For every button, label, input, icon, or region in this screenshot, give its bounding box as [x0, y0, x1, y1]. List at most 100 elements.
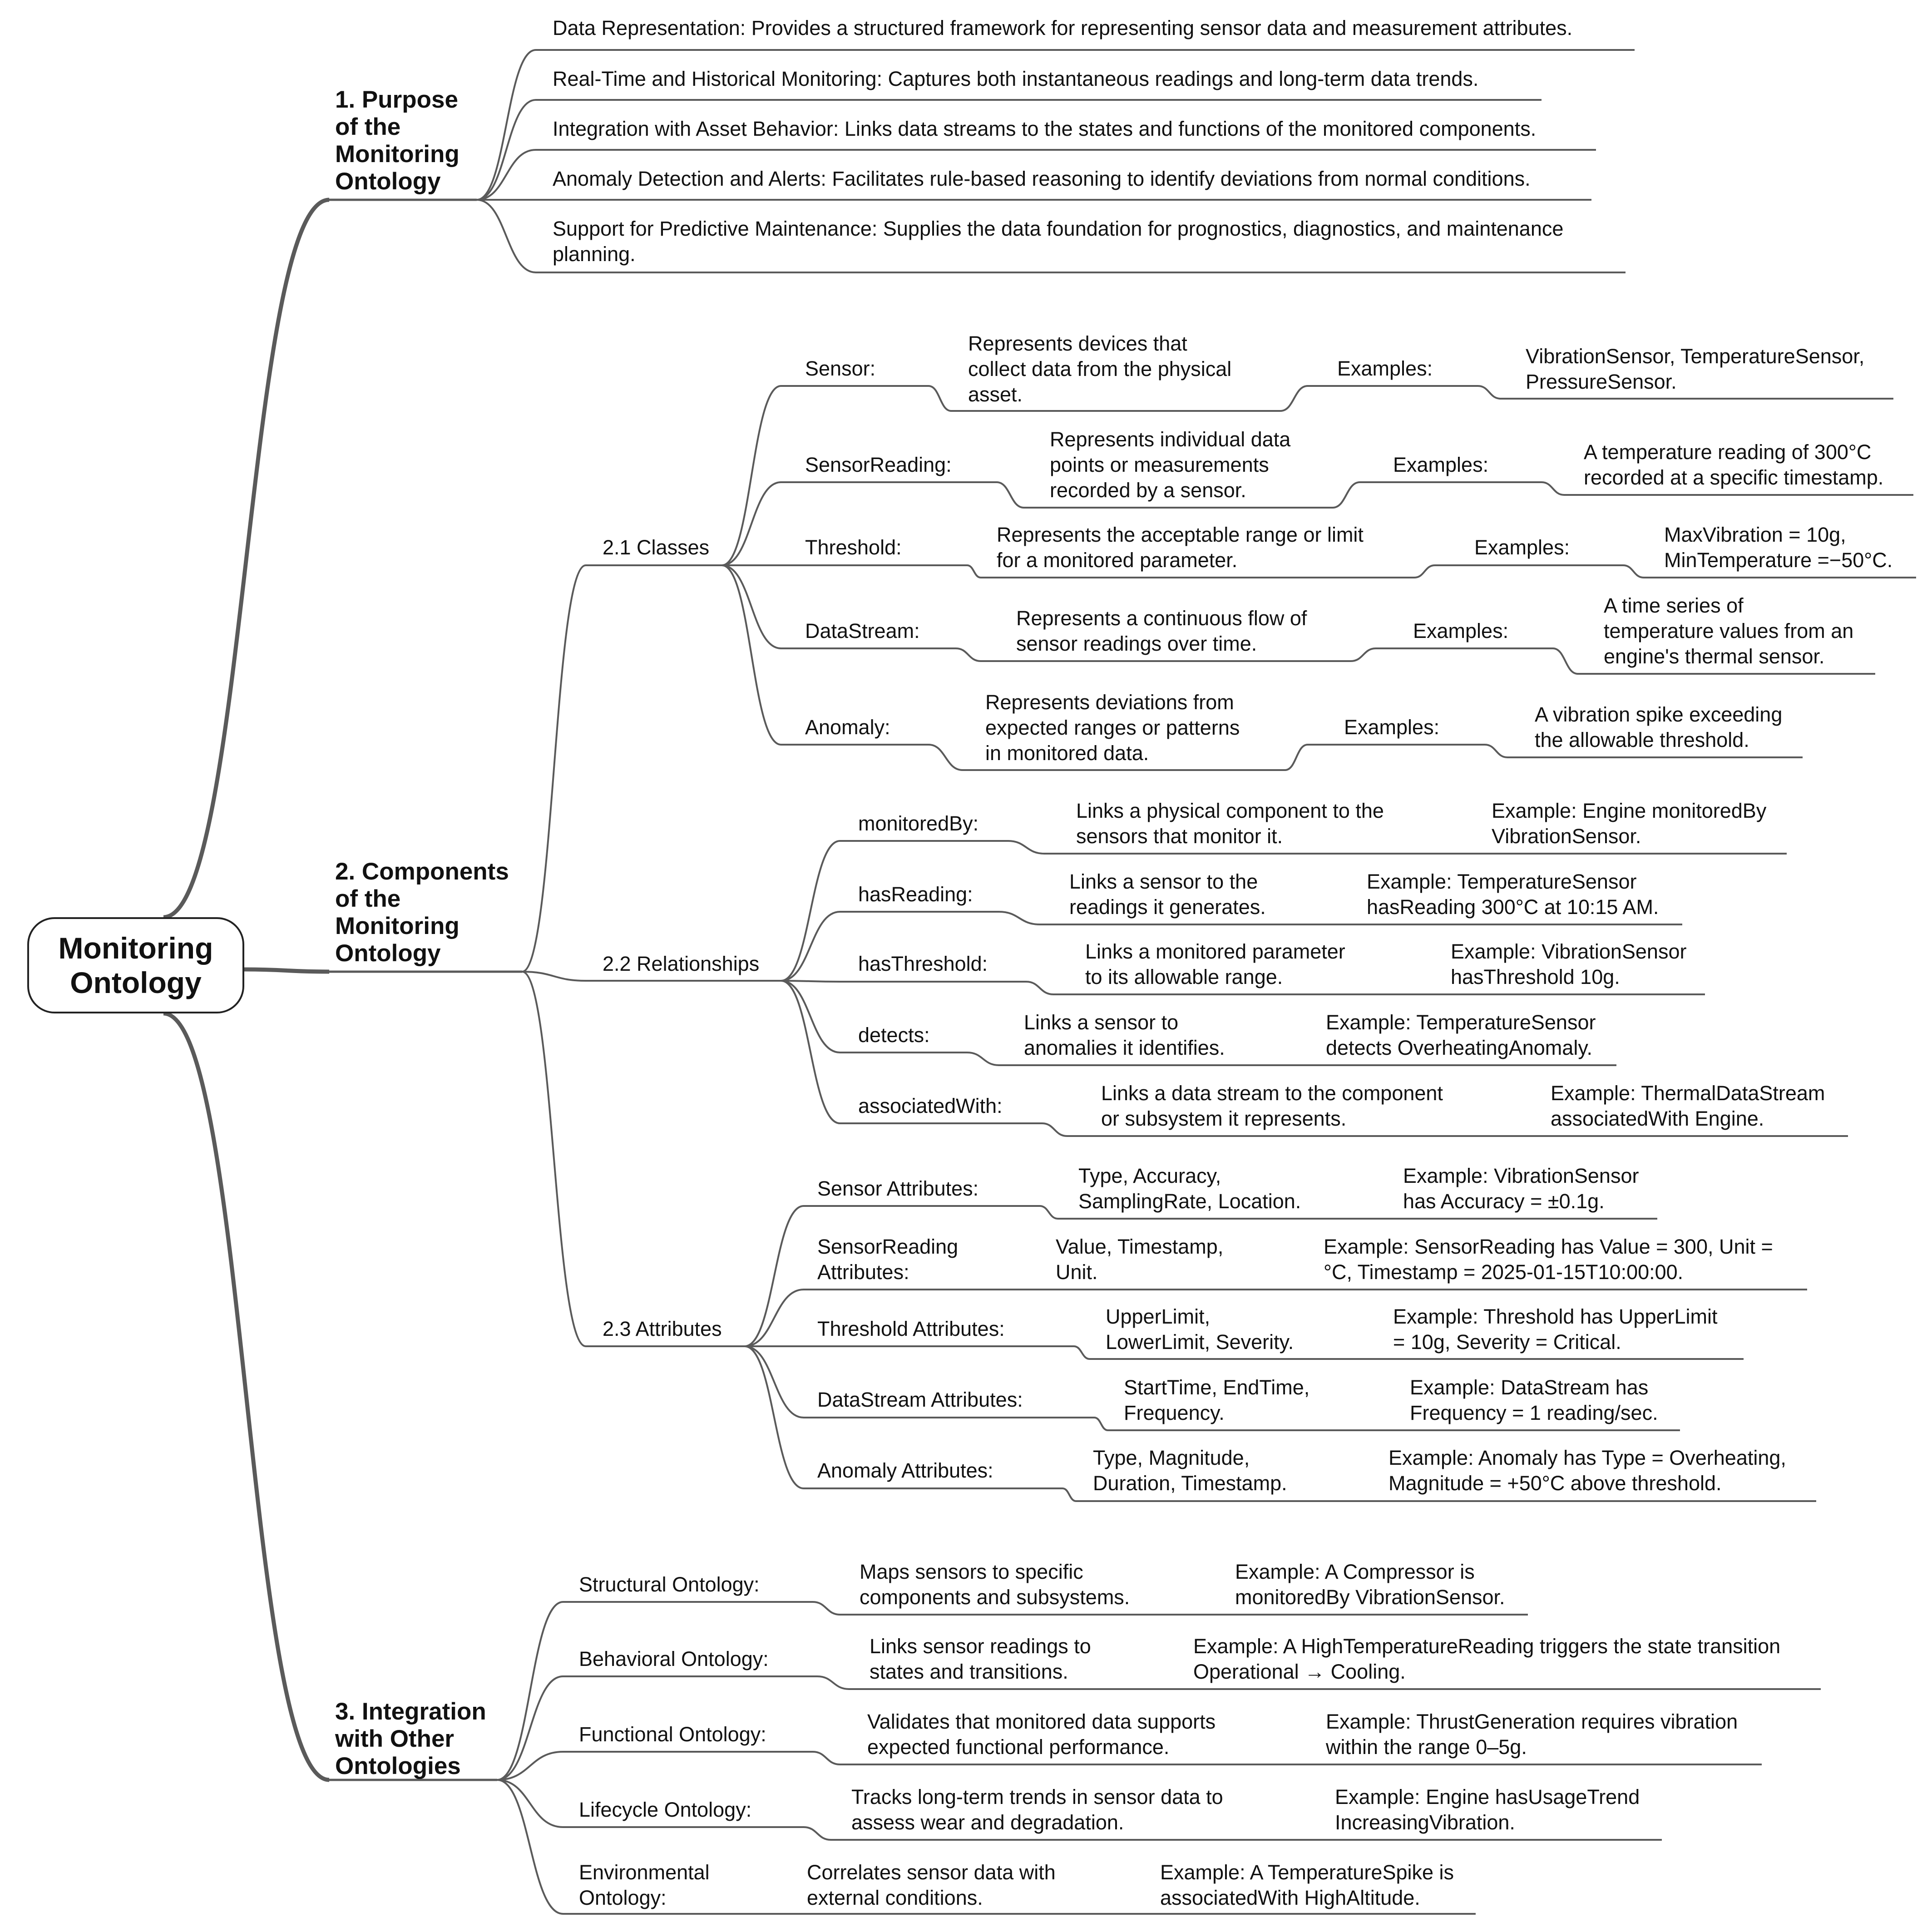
subsection-relationships-title[interactable]: 2.2 Relationships [603, 952, 760, 975]
connector [476, 149, 536, 201]
integration-description: Validates that monitored data supports e… [867, 1710, 1216, 1759]
relationship-label[interactable]: detects: [858, 1023, 930, 1047]
class-example: A temperature reading of 300°C recorded … [1584, 440, 1884, 489]
connector [955, 647, 981, 662]
integration-example: Example: Engine hasUsageTrend Increasing… [1335, 1785, 1640, 1834]
section-3-title[interactable]: 3. Integration with Other Ontologies [335, 1698, 486, 1779]
purpose-item: Anomaly Detection and Alerts: Facilitate… [553, 167, 1531, 190]
class-example: A vibration spike exceeding the allowabl… [1535, 703, 1783, 751]
integration-label[interactable]: Functional Ontology: [579, 1723, 766, 1746]
connector [812, 1751, 840, 1765]
attribute-example: Example: SensorReading has Value = 300, … [1324, 1235, 1773, 1284]
connector [1484, 744, 1508, 758]
integration-label[interactable]: Lifecycle Ontology: [579, 1798, 752, 1821]
connector [1094, 1417, 1108, 1431]
examples-label: Examples: [1474, 536, 1570, 559]
connector [998, 911, 1040, 925]
relationship-label[interactable]: monitoredBy: [858, 812, 979, 835]
connector [476, 199, 536, 273]
class-description: Represents devices that collect data fro… [968, 332, 1232, 406]
connector [781, 980, 840, 1124]
connector [163, 198, 330, 919]
class-description: Represents deviations from expected rang… [985, 691, 1240, 765]
integration-label[interactable]: Structural Ontology: [579, 1573, 760, 1596]
connector [817, 1675, 850, 1690]
attribute-example: Example: VibrationSensor has Accuracy = … [1403, 1164, 1639, 1213]
examples-label: Examples: [1344, 716, 1440, 739]
attribute-label[interactable]: Threshold Attributes: [817, 1317, 1005, 1340]
connector [721, 564, 781, 649]
connector [803, 1826, 831, 1841]
connector [1332, 481, 1360, 509]
connector [476, 99, 536, 201]
connector [1350, 647, 1376, 662]
connector [522, 564, 586, 973]
relationship-label[interactable]: associatedWith: [858, 1094, 1003, 1117]
connector [497, 1601, 563, 1781]
integration-example: Example: A TemperatureSpike is associate… [1160, 1861, 1454, 1909]
connector [781, 980, 840, 983]
class-description: Represents individual data points or mea… [1050, 428, 1291, 502]
section-2-title[interactable]: 2. Components of the Monitoring Ontology [335, 858, 509, 967]
examples-label: Examples: [1413, 619, 1509, 642]
class-description: Represents the acceptable range or limit… [997, 523, 1364, 572]
connector [781, 980, 840, 1053]
attribute-label[interactable]: Sensor Attributes: [817, 1177, 979, 1200]
subsection-attributes-title[interactable]: 2.3 Attributes [603, 1317, 722, 1340]
attribute-values: Type, Magnitude, Duration, Timestamp. [1093, 1446, 1287, 1495]
relationship-label[interactable]: hasReading: [858, 883, 973, 906]
connector [1026, 981, 1054, 995]
class-example: MaxVibration = 10g, MinTemperature =−50°… [1664, 523, 1893, 572]
integration-description: Correlates sensor data with external con… [807, 1861, 1056, 1909]
connector [781, 911, 840, 982]
class-example: A time series of temperature values from… [1604, 594, 1854, 668]
connector [996, 481, 1024, 509]
connector [1062, 1487, 1077, 1502]
attribute-label[interactable]: SensorReading Attributes: [817, 1235, 959, 1284]
integration-example: Example: A HighTemperatureReading trigge… [1193, 1635, 1781, 1683]
class-label[interactable]: Threshold: [805, 536, 902, 559]
section-1-title[interactable]: 1. Purpose of the Monitoring Ontology [335, 86, 460, 195]
connector [244, 967, 330, 974]
relationship-description: Links a sensor to anomalies it identifie… [1024, 1011, 1225, 1059]
connector [744, 1289, 804, 1347]
connector [497, 1779, 563, 1915]
integration-label[interactable]: Environmental Ontology: [579, 1861, 710, 1909]
integration-description: Tracks long-term trends in sensor data t… [851, 1785, 1223, 1834]
relationship-description: Links a physical component to the sensor… [1076, 799, 1384, 848]
integration-example: Example: ThrustGeneration requires vibra… [1326, 1710, 1738, 1759]
relationship-example: Example: TemperatureSensor detects Overh… [1326, 1011, 1596, 1059]
class-label[interactable]: Anomaly: [805, 716, 890, 739]
connector [1285, 744, 1308, 771]
relationship-description: Links a data stream to the component or … [1101, 1082, 1443, 1130]
relationship-example: Example: ThermalDataStream associatedWit… [1551, 1082, 1825, 1130]
class-description: Represents a continuous flow of sensor r… [1016, 607, 1307, 655]
class-label[interactable]: Sensor: [805, 357, 876, 380]
attribute-label[interactable]: Anomaly Attributes: [817, 1459, 993, 1482]
connector [163, 1011, 330, 1782]
connector [721, 564, 781, 746]
integration-label[interactable]: Behavioral Ontology: [579, 1647, 769, 1670]
attribute-example: Example: Threshold has UpperLimit = 10g,… [1393, 1305, 1718, 1354]
attribute-values: Type, Accuracy, SamplingRate, Location. [1078, 1164, 1301, 1213]
attribute-label[interactable]: DataStream Attributes: [817, 1388, 1023, 1411]
connector [744, 1345, 804, 1418]
root-node[interactable]: Monitoring Ontology [27, 917, 244, 1013]
class-label[interactable]: SensorReading: [805, 453, 952, 476]
subsection-classes-title[interactable]: 2.1 Classes [603, 536, 710, 559]
connector [1552, 647, 1578, 675]
connector [928, 385, 952, 412]
class-label[interactable]: DataStream: [805, 619, 920, 642]
connector [928, 744, 963, 771]
connector [1623, 564, 1644, 578]
connector [1008, 840, 1045, 855]
connector [476, 49, 536, 201]
connector [781, 840, 840, 982]
class-example: VibrationSensor, TemperatureSensor, Pres… [1526, 345, 1865, 393]
relationship-description: Links a monitored parameter to its allow… [1085, 940, 1345, 988]
relationship-label[interactable]: hasThreshold: [858, 952, 988, 975]
examples-label: Examples: [1337, 357, 1433, 380]
relationship-description: Links a sensor to the readings it genera… [1069, 870, 1266, 919]
